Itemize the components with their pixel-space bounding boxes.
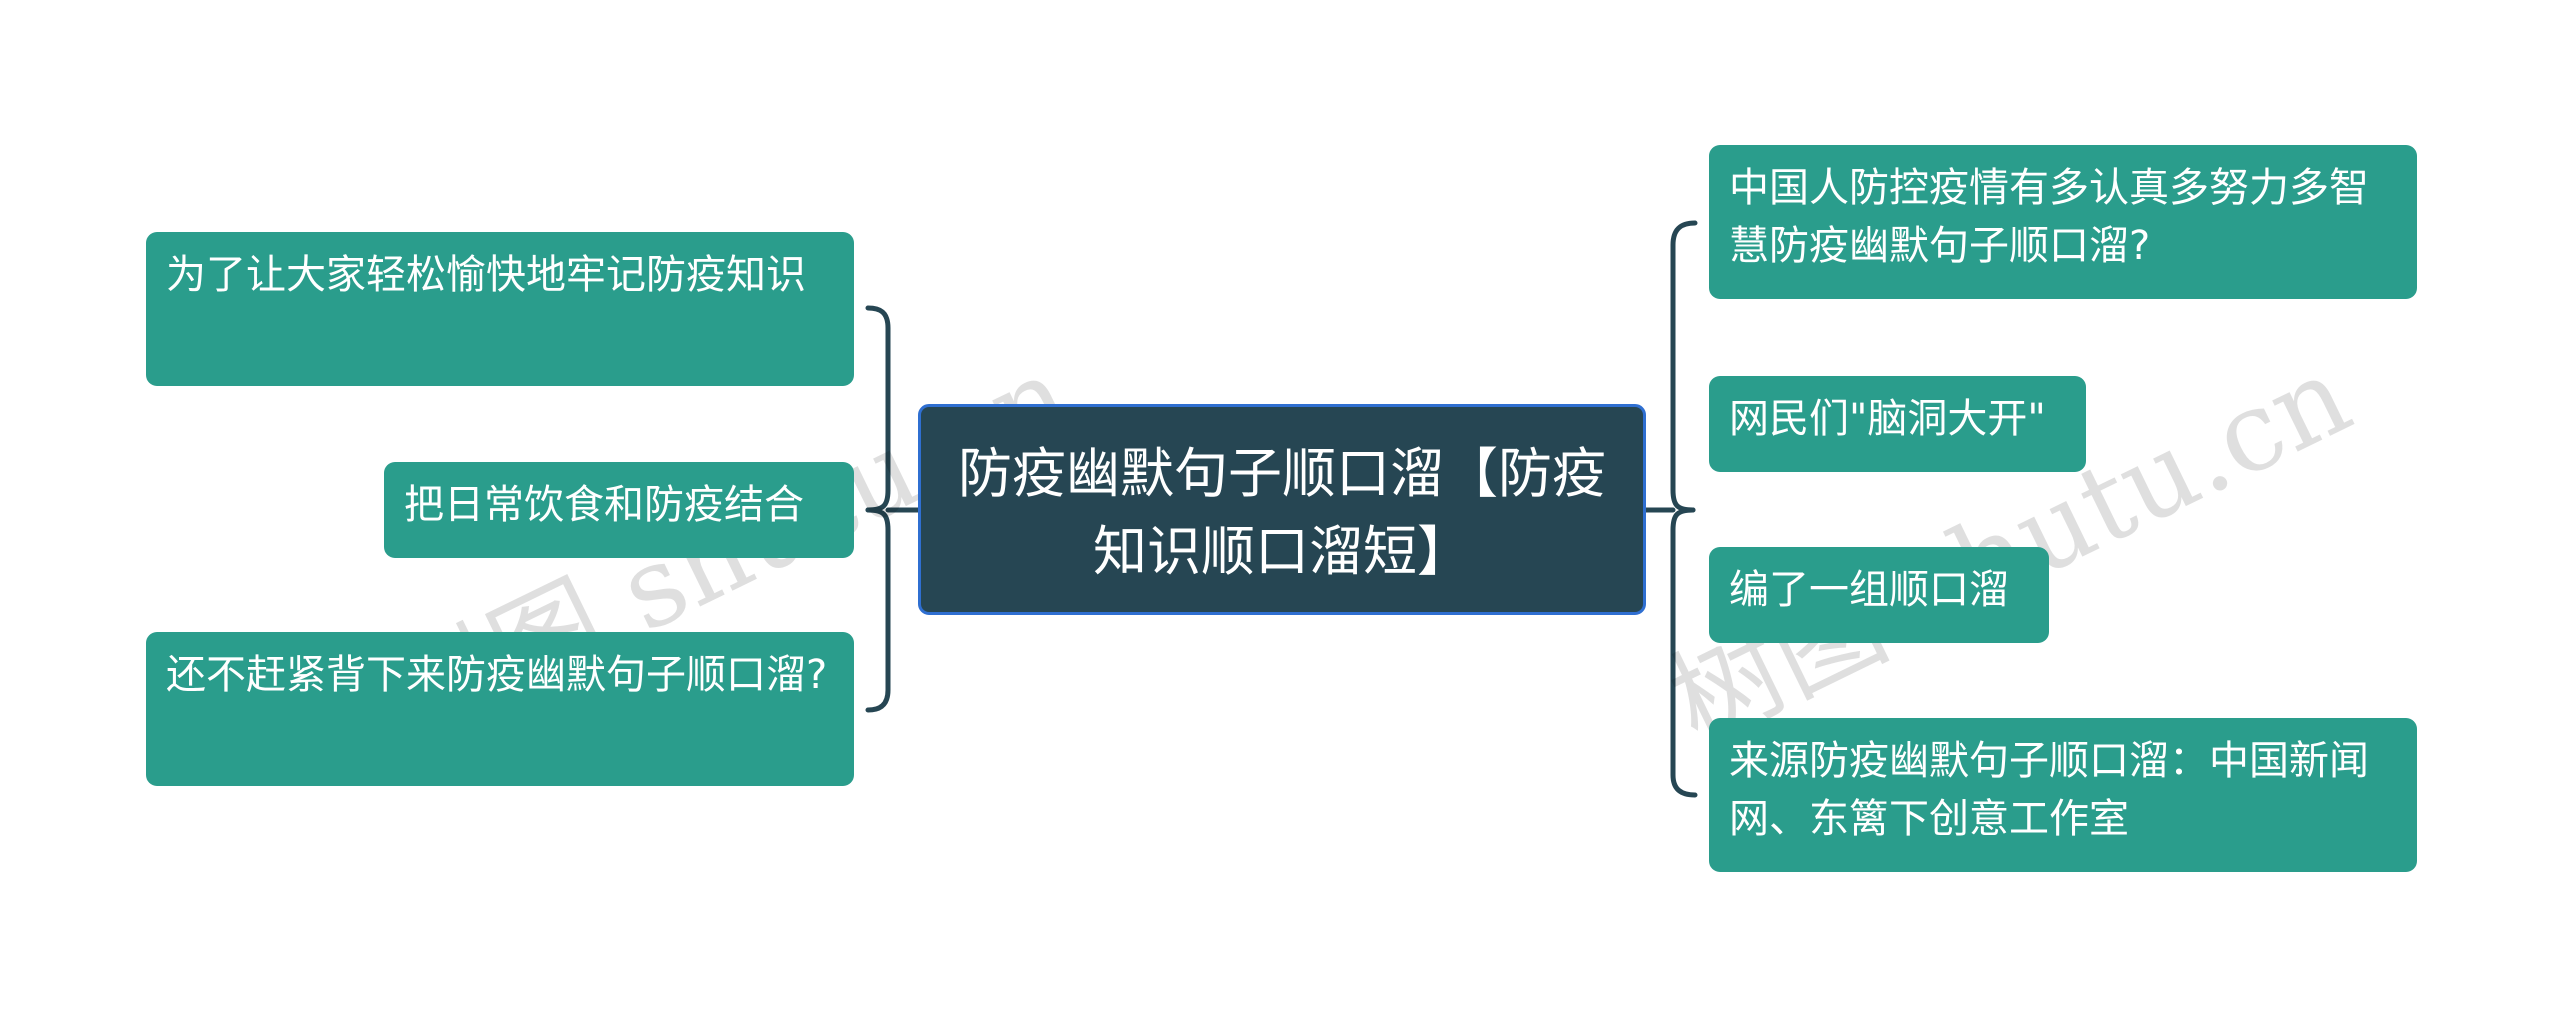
central-topic-label: 防疫幽默句子顺口溜【防疫知识顺口溜短】 bbox=[958, 442, 1606, 583]
left-node-3-label: 还不赶紧背下来防疫幽默句子顺口溜? bbox=[166, 652, 828, 698]
right-bracket bbox=[1670, 220, 1698, 513]
right-node-3-label: 编了一组顺口溜 bbox=[1729, 567, 2009, 613]
left-bracket bbox=[865, 305, 891, 513]
right-node-4[interactable]: 来源防疫幽默句子顺口溜：中国新闻网、东篱下创意工作室 bbox=[1709, 718, 2417, 872]
right-node-3[interactable]: 编了一组顺口溜 bbox=[1709, 547, 2049, 643]
left-node-2[interactable]: 把日常饮食和防疫结合 bbox=[384, 462, 854, 558]
right-node-2[interactable]: 网民们"脑洞大开" bbox=[1709, 376, 2086, 472]
left-bracket-lower bbox=[865, 507, 891, 713]
right-node-1[interactable]: 中国人防控疫情有多认真多努力多智慧防疫幽默句子顺口溜? bbox=[1709, 145, 2417, 299]
right-node-2-label: 网民们"脑洞大开" bbox=[1729, 396, 2046, 442]
left-node-1[interactable]: 为了让大家轻松愉快地牢记防疫知识 bbox=[146, 232, 854, 386]
left-node-1-label: 为了让大家轻松愉快地牢记防疫知识 bbox=[166, 252, 806, 298]
central-topic[interactable]: 防疫幽默句子顺口溜【防疫知识顺口溜短】 bbox=[918, 404, 1646, 615]
left-node-3[interactable]: 还不赶紧背下来防疫幽默句子顺口溜? bbox=[146, 632, 854, 786]
right-bracket-lower bbox=[1670, 507, 1698, 798]
right-node-4-label: 来源防疫幽默句子顺口溜：中国新闻网、东篱下创意工作室 bbox=[1729, 738, 2369, 842]
left-node-2-label: 把日常饮食和防疫结合 bbox=[404, 482, 804, 528]
right-node-1-label: 中国人防控疫情有多认真多努力多智慧防疫幽默句子顺口溜? bbox=[1729, 165, 2369, 269]
